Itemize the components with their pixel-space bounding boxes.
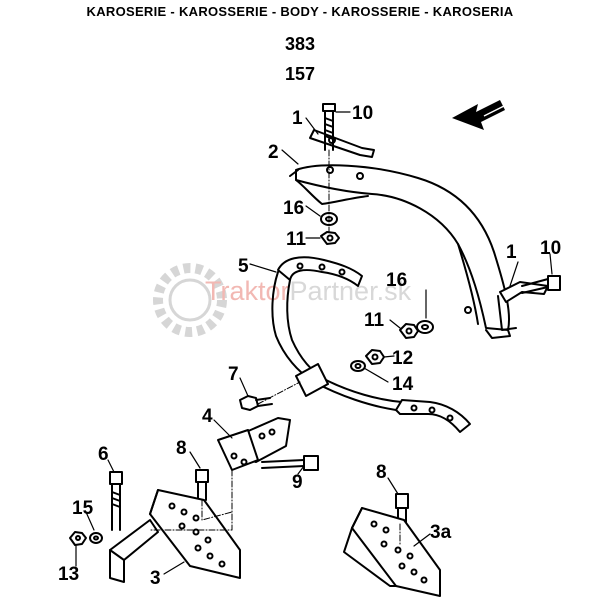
callout-10-right: 10 [540,238,561,259]
callout-5: 5 [238,256,249,277]
direction-arrow-icon [452,100,509,130]
watermark-gear-icon [153,263,227,337]
diagram-code-157: 157 [284,64,316,84]
watermark-text: TraktorPartner.sk [205,276,412,306]
callout-13: 13 [58,564,79,585]
callout-8-left: 8 [176,438,187,459]
callout-3: 3 [150,568,161,589]
callout-1-top: 1 [292,108,303,129]
bracket-part-3 [109,489,241,583]
callout-11-mid: 11 [364,310,385,331]
fender-part-2 [289,164,511,339]
nut-part-11-mid [399,323,419,339]
nut-part-13 [69,531,87,546]
bolt-part-9 [261,455,319,471]
diagram-code-383: 383 [284,34,316,54]
support-bracket-part-5 [271,256,471,433]
bolt-part-6 [109,471,123,531]
callout-15: 15 [72,498,94,519]
callout-14: 14 [392,374,414,395]
alignment-lines [149,149,401,545]
washer-part-16-mid [416,320,434,334]
bolt-part-8-right [395,493,409,525]
callout-11-top: 11 [286,229,307,250]
bracket-part-3a [343,507,441,597]
watermark-brand-b: Partner [290,276,379,306]
callout-16-top: 16 [283,198,304,219]
watermark-suffix: .sk [377,276,412,306]
bolt-part-10-top [322,103,336,151]
callout-6: 6 [98,444,109,465]
nut-part-12 [365,349,385,365]
callout-7: 7 [228,364,239,385]
bolt-part-10-right [521,275,561,294]
callout-12: 12 [392,348,413,369]
plate-part-4 [217,417,291,471]
bolt-part-8-left [195,469,209,501]
callout-1-right: 1 [506,242,517,263]
nut-part-11-top [320,231,340,245]
leader-lines [75,111,553,575]
washer-part-15 [89,532,103,544]
strap-part-1-top [309,129,375,158]
callout-3a: 3a [430,522,452,543]
callout-8-right: 8 [376,462,387,483]
washer-part-14 [350,360,366,372]
callout-16-mid: 16 [386,270,407,291]
callout-9: 9 [292,472,303,493]
callout-4: 4 [202,406,213,427]
callout-2: 2 [268,142,279,163]
callout-10-top: 10 [352,103,373,124]
watermark-brand-a: Traktor [205,276,290,306]
bolt-part-7 [239,395,273,411]
page-title: KAROSERIE - KAROSSERIE - BODY - KAROSSER… [86,4,514,19]
